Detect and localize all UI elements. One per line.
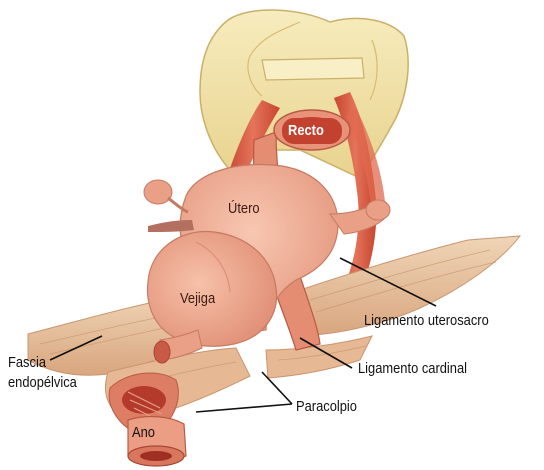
label-vejiga: Vejiga [180,290,215,308]
sacrum-bone [200,10,408,178]
label-ligamento-uterosacro: Ligamento uterosacro [364,312,489,330]
label-fascia-line1: Fascia [8,354,46,372]
label-recto: Recto [288,122,324,140]
label-paracolpio: Paracolpio [296,398,357,416]
label-ligamento-cardinal: Ligamento cardinal [358,360,467,378]
label-fascia-line2: endopélvica [8,374,77,392]
label-utero: Útero [228,200,260,218]
leader-line-paracolpio-b [196,404,292,412]
label-ano: Ano [132,424,155,442]
